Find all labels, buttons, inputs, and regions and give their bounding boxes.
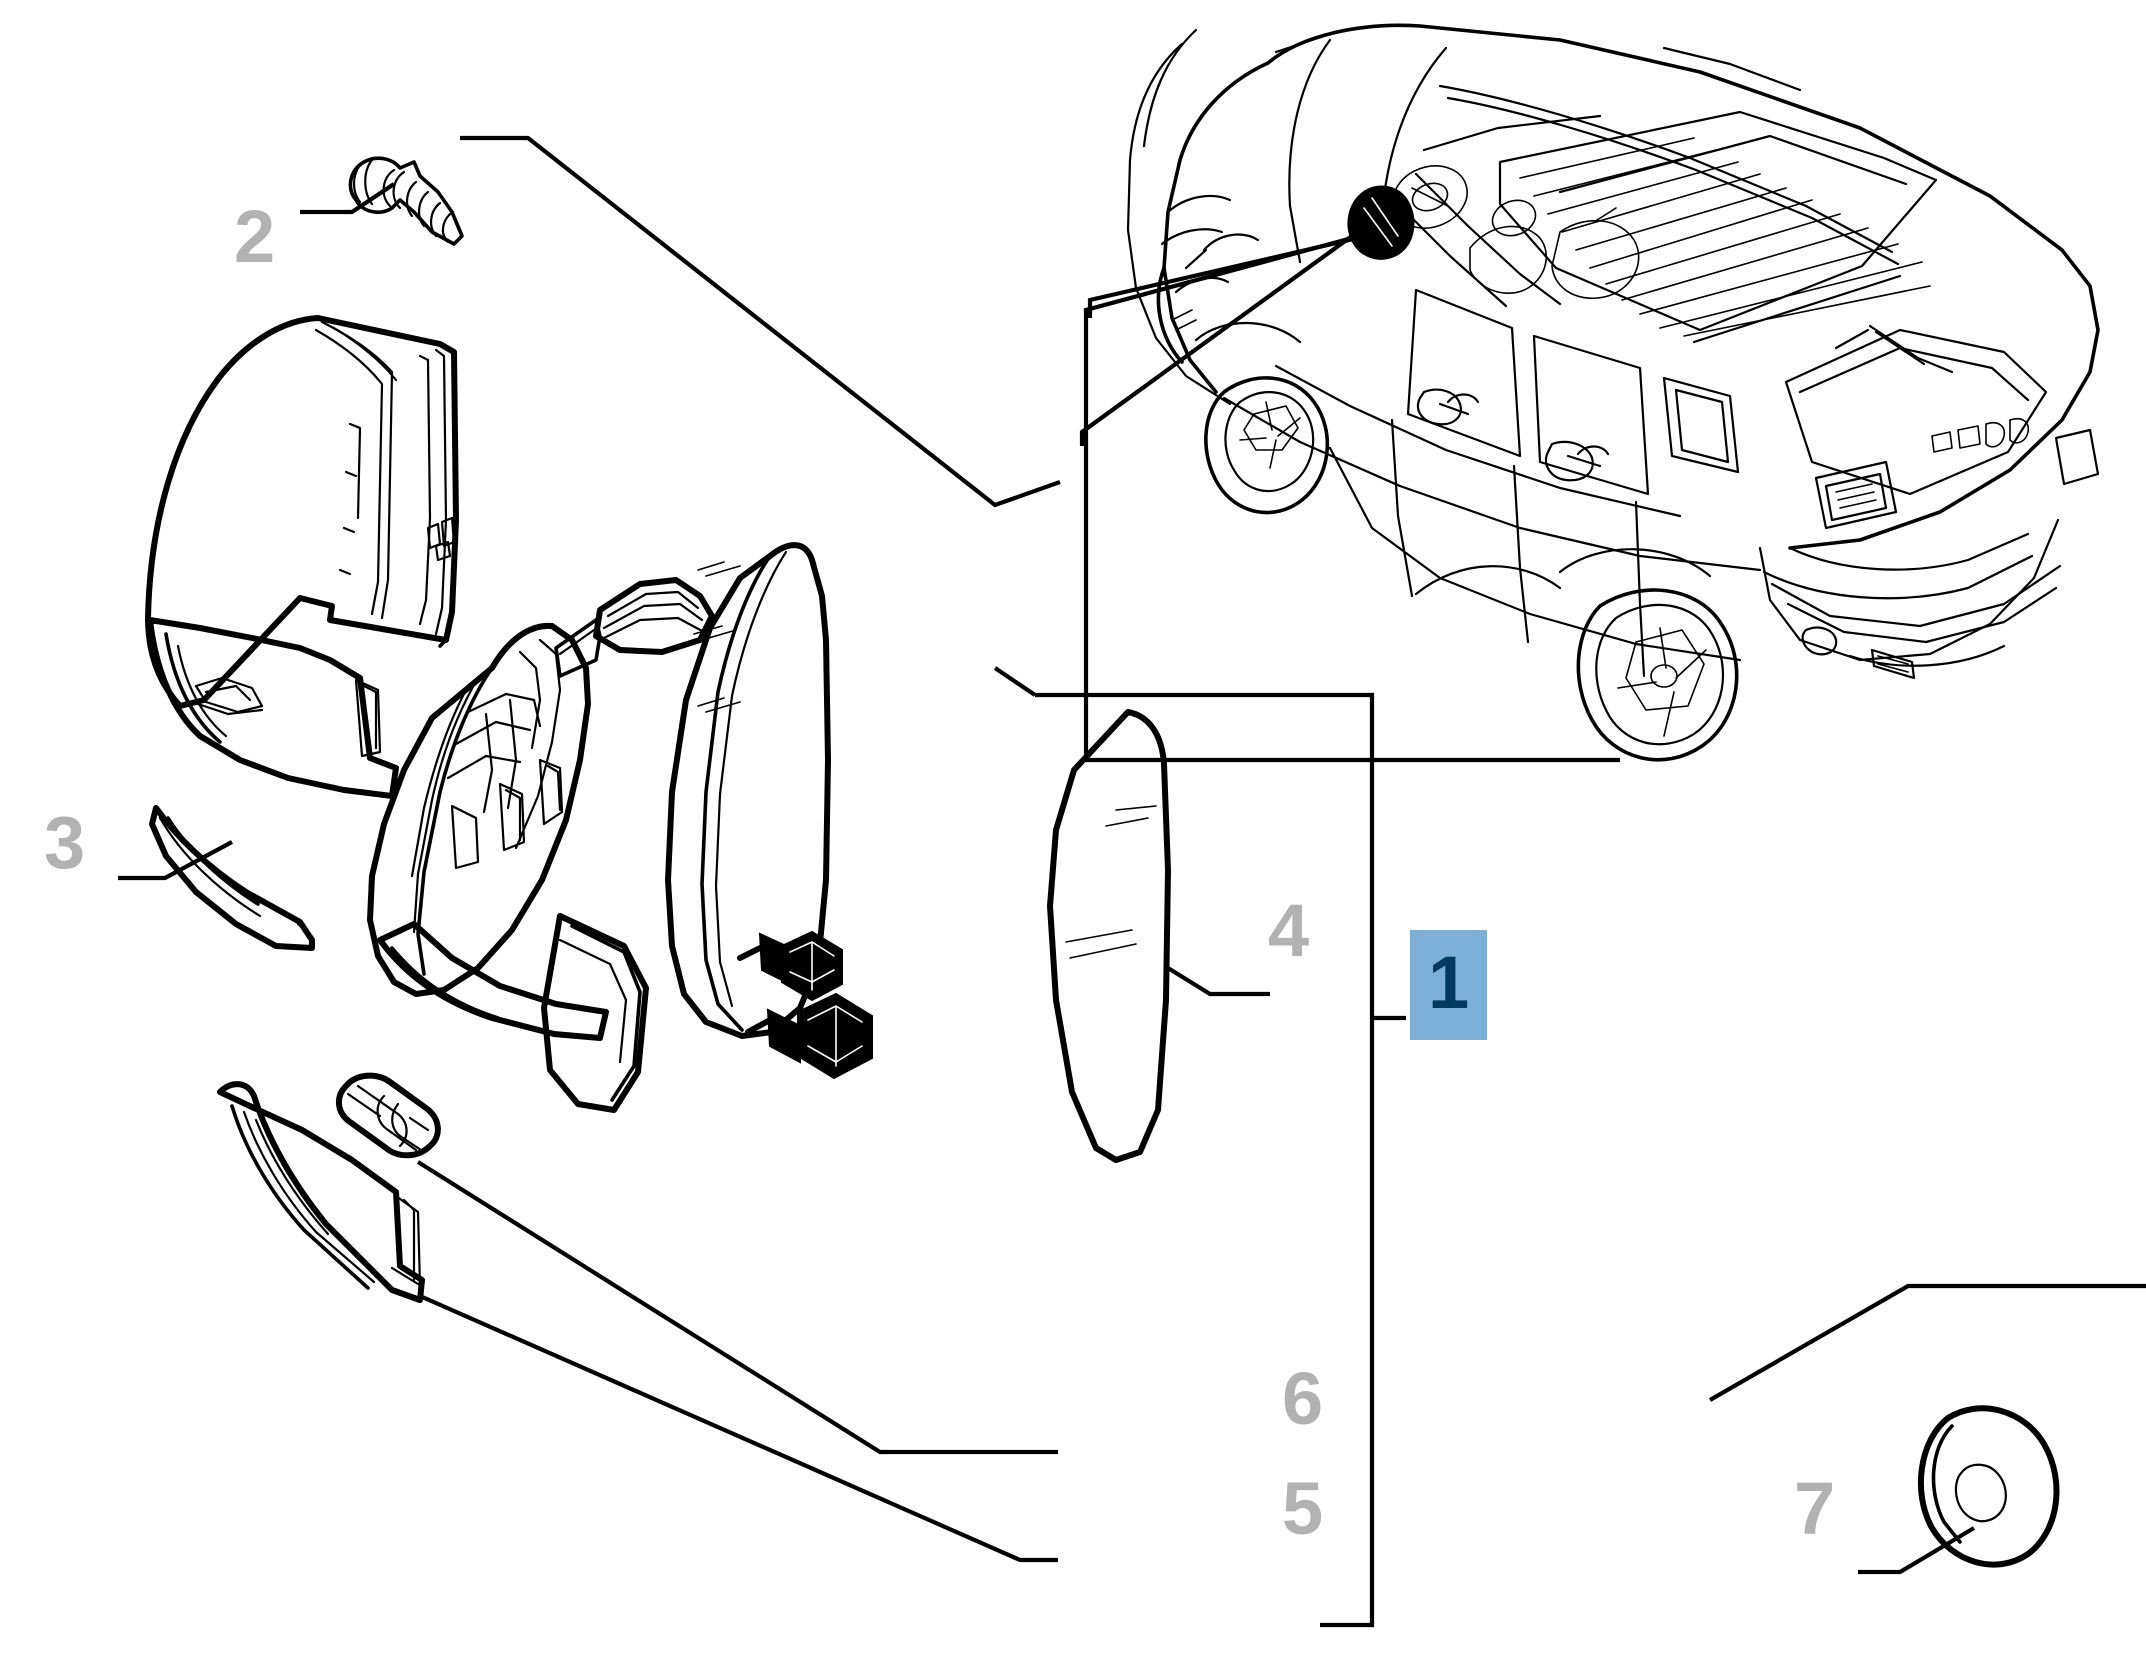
- callout-5[interactable]: 5: [1282, 1467, 1324, 1550]
- part-mirror-cover-cap: [145, 315, 459, 951]
- callout-6[interactable]: 6: [1282, 1357, 1324, 1440]
- jeep-badge: [1931, 417, 2030, 453]
- part-turn-signal-lens: [217, 1081, 425, 1303]
- callout-3[interactable]: 3: [44, 801, 86, 884]
- electrical-connector-upper: [758, 930, 843, 1002]
- part-mounting-screw: [348, 156, 464, 246]
- callout-7[interactable]: 7: [1794, 1467, 1836, 1550]
- electrical-connector-lower: [766, 992, 873, 1080]
- part-mirror-assembly: [367, 542, 873, 1113]
- part-signal-bulb: [336, 1072, 441, 1159]
- callout-1-highlighted[interactable]: 1: [1410, 930, 1488, 1040]
- front-wheel: [1204, 376, 1330, 515]
- sunroof-stripes: [1519, 137, 1931, 337]
- callout-2[interactable]: 2: [234, 195, 276, 278]
- leader-lines: [118, 135, 2146, 1628]
- part-blanking-plug: [1918, 1405, 2060, 1568]
- part-mirror-glass: [1047, 709, 1171, 1163]
- vehicle-mirror-location: [1347, 185, 1415, 260]
- vehicle-illustration: [1126, 23, 2100, 762]
- rear-wheel: [1576, 588, 1739, 762]
- callout-4[interactable]: 4: [1268, 889, 1310, 972]
